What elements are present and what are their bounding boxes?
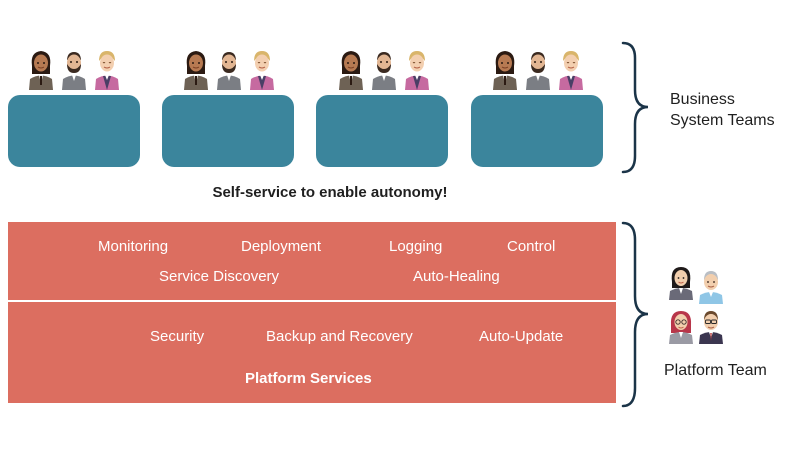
three-people-icon bbox=[492, 50, 584, 90]
team-box bbox=[8, 95, 140, 167]
service-discovery: Service Discovery bbox=[159, 268, 280, 285]
curly-brace-icon bbox=[621, 41, 649, 174]
curly-brace-icon bbox=[621, 221, 649, 408]
three-people-icon bbox=[338, 50, 430, 90]
service-security: Security bbox=[150, 328, 205, 345]
team-box bbox=[162, 95, 294, 167]
team-box bbox=[316, 95, 448, 167]
platform-divider bbox=[8, 300, 616, 302]
service-logging: Logging bbox=[389, 238, 443, 255]
service-auto-healing: Auto-Healing bbox=[413, 268, 500, 285]
four-people-icon bbox=[668, 266, 724, 344]
service-monitoring: Monitoring bbox=[98, 238, 169, 255]
service-control: Control bbox=[507, 238, 556, 255]
platform-bottom-band bbox=[8, 302, 616, 403]
service-backup-recovery: Backup and Recovery bbox=[266, 328, 413, 345]
service-deployment: Deployment bbox=[241, 238, 322, 255]
three-people-icon bbox=[183, 50, 275, 90]
business-label-line1: Business bbox=[670, 91, 735, 108]
platform-top-band bbox=[8, 222, 616, 300]
platform-team-label: Platform Team bbox=[664, 362, 767, 379]
business-label: Business System Teams bbox=[670, 89, 775, 131]
business-label-line2: System Teams bbox=[670, 112, 775, 129]
platform-services-title: Platform Services bbox=[245, 370, 372, 387]
tagline: Self-service to enable autonomy! bbox=[212, 184, 448, 201]
service-auto-update: Auto-Update bbox=[479, 328, 564, 345]
team-box bbox=[471, 95, 603, 167]
three-people-icon bbox=[28, 50, 120, 90]
